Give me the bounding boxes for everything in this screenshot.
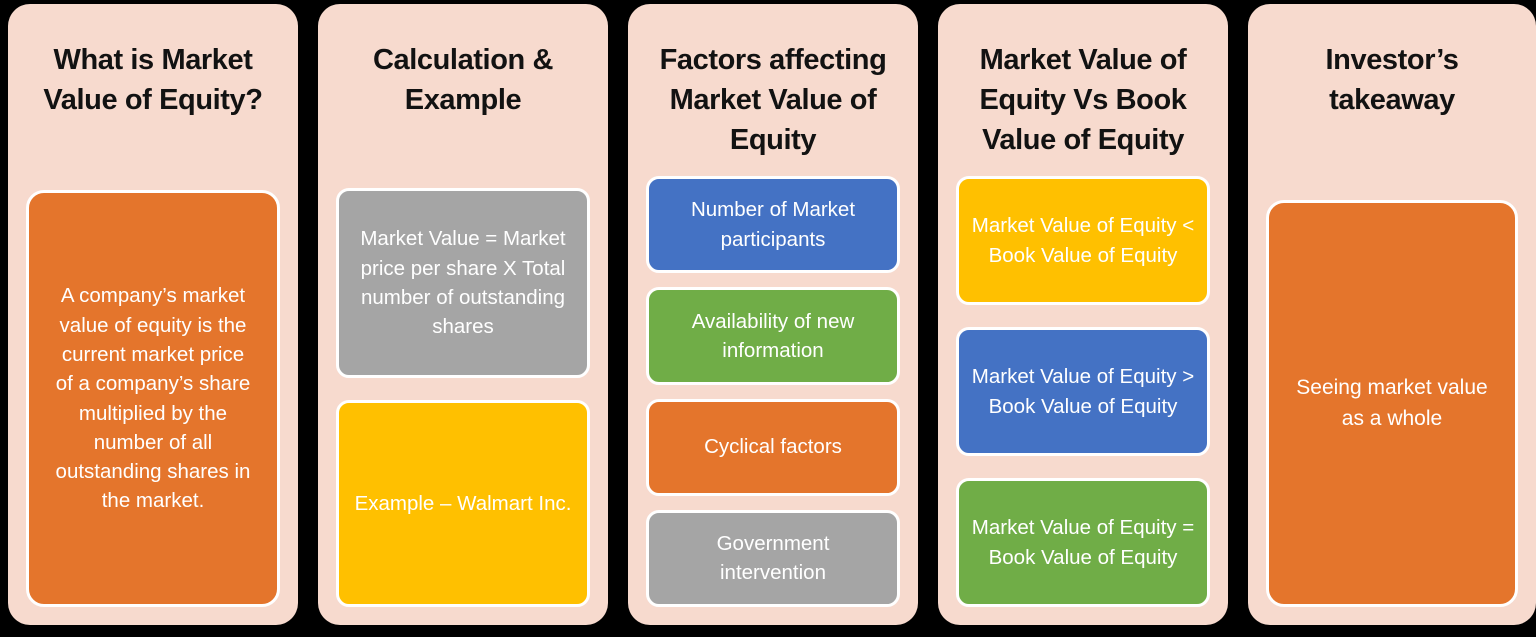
column-2-heading: Calculation & Example: [372, 44, 554, 117]
column-2-box-1-text: Market Value = Market price per share X …: [360, 227, 566, 339]
column-2-box-2: Example – Walmart Inc.: [336, 400, 590, 607]
column-1-body: A company’s market value of equity is th…: [26, 174, 280, 625]
infographic-column-4: Market Value of Equity Vs Book Value of …: [938, 4, 1228, 625]
column-1-box-1: A company’s market value of equity is th…: [26, 190, 280, 607]
column-2-box-1: Market Value = Market price per share X …: [336, 188, 590, 378]
column-3-box-4-text: Government intervention: [716, 532, 830, 585]
infographic-column-2: Calculation & Example Market Value = Mar…: [318, 4, 608, 625]
column-3-box-3: Cyclical factors: [646, 398, 900, 496]
column-5-heading: Investor’s takeaway: [1325, 44, 1459, 117]
column-3-box-1-text: Number of Market participants: [690, 198, 856, 251]
column-3-box-1: Number of Market participants: [646, 176, 900, 274]
column-4-box-3: Market Value of Equity = Book Value of E…: [956, 478, 1210, 607]
infographic-column-3: Factors affecting Market Value of Equity…: [628, 4, 918, 625]
column-3-body: Number of Market participants Availabili…: [646, 174, 900, 625]
column-2-box-2-text: Example – Walmart Inc.: [354, 491, 572, 515]
column-3-box-2-text: Availability of new information: [691, 309, 855, 362]
infographic-column-1: What is Market Value of Equity? A compan…: [8, 4, 298, 625]
column-4-body: Market Value of Equity < Book Value of E…: [956, 174, 1210, 625]
column-4-box-1: Market Value of Equity < Book Value of E…: [956, 176, 1210, 305]
column-4-box-1-text: Market Value of Equity < Book Value of E…: [971, 214, 1195, 267]
column-1-box-1-text: A company’s market value of equity is th…: [55, 284, 251, 513]
column-5-box-1: Seeing market value as a whole: [1266, 200, 1518, 607]
column-5-body: Seeing market value as a whole: [1266, 174, 1518, 625]
column-4-heading: Market Value of Equity Vs Book Value of …: [979, 44, 1187, 157]
column-5-box-1-text: Seeing market value as a whole: [1296, 376, 1488, 430]
column-3-heading: Factors affecting Market Value of Equity: [659, 44, 887, 157]
infographic-column-5: Investor’s takeaway Seeing market value …: [1248, 4, 1536, 625]
column-4-box-3-text: Market Value of Equity = Book Value of E…: [971, 516, 1195, 569]
column-1-heading: What is Market Value of Equity?: [43, 44, 263, 117]
column-3-box-2: Availability of new information: [646, 287, 900, 385]
column-4-box-2-text: Market Value of Equity > Book Value of E…: [971, 365, 1195, 418]
column-3-box-4: Government intervention: [646, 509, 900, 607]
column-4-box-2: Market Value of Equity > Book Value of E…: [956, 327, 1210, 456]
column-2-body: Market Value = Market price per share X …: [336, 174, 590, 625]
column-3-box-3-text: Cyclical factors: [704, 435, 842, 459]
